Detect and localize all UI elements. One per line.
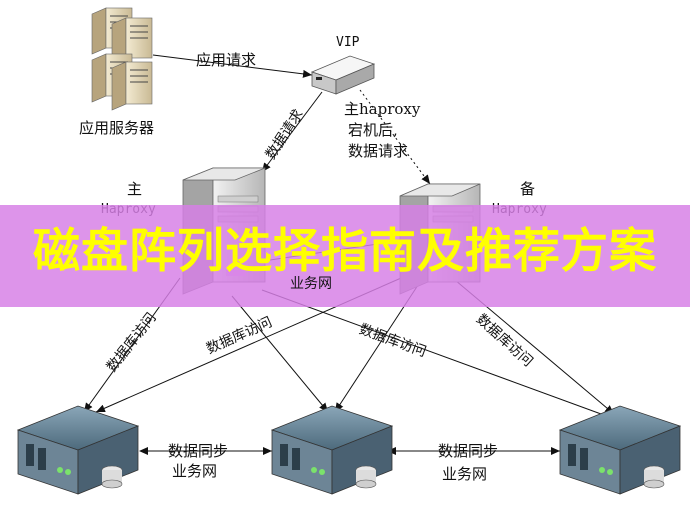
db-server-1-icon (16, 405, 140, 495)
db-server-3-icon (558, 405, 682, 495)
sync-left-label: 数据同步 (168, 442, 229, 460)
app-request-label: 应用请求 (196, 51, 257, 69)
app-server-icon (91, 7, 153, 111)
edge-master-to-db3 (261, 289, 613, 419)
sync-left-net-label: 业务网 (172, 462, 218, 480)
edge-master-to-db2 (231, 295, 329, 413)
banner-title: 磁盘阵列选择指南及推荐方案 (33, 224, 657, 279)
backup-role-label: 备 (520, 180, 536, 198)
sync-right-net-label: 业务网 (442, 465, 488, 483)
failover-note-line3: 数据请求 (348, 142, 409, 160)
title-banner (0, 205, 690, 307)
db-server-2-icon (270, 405, 394, 495)
vip-router-icon (310, 55, 376, 95)
master-role-label: 主 (127, 180, 143, 198)
edge-app-request (152, 54, 313, 78)
edge-vip-to-master (261, 91, 323, 173)
business-net-label-top: 业务网 (290, 276, 332, 292)
failover-note-line1: 主haproxy (344, 100, 421, 118)
sync-right-label: 数据同步 (438, 442, 499, 460)
vip-label: VIP (336, 35, 360, 50)
failover-note-line2: 宕机后, (348, 121, 398, 139)
app-server-label: 应用服务器 (79, 119, 155, 137)
